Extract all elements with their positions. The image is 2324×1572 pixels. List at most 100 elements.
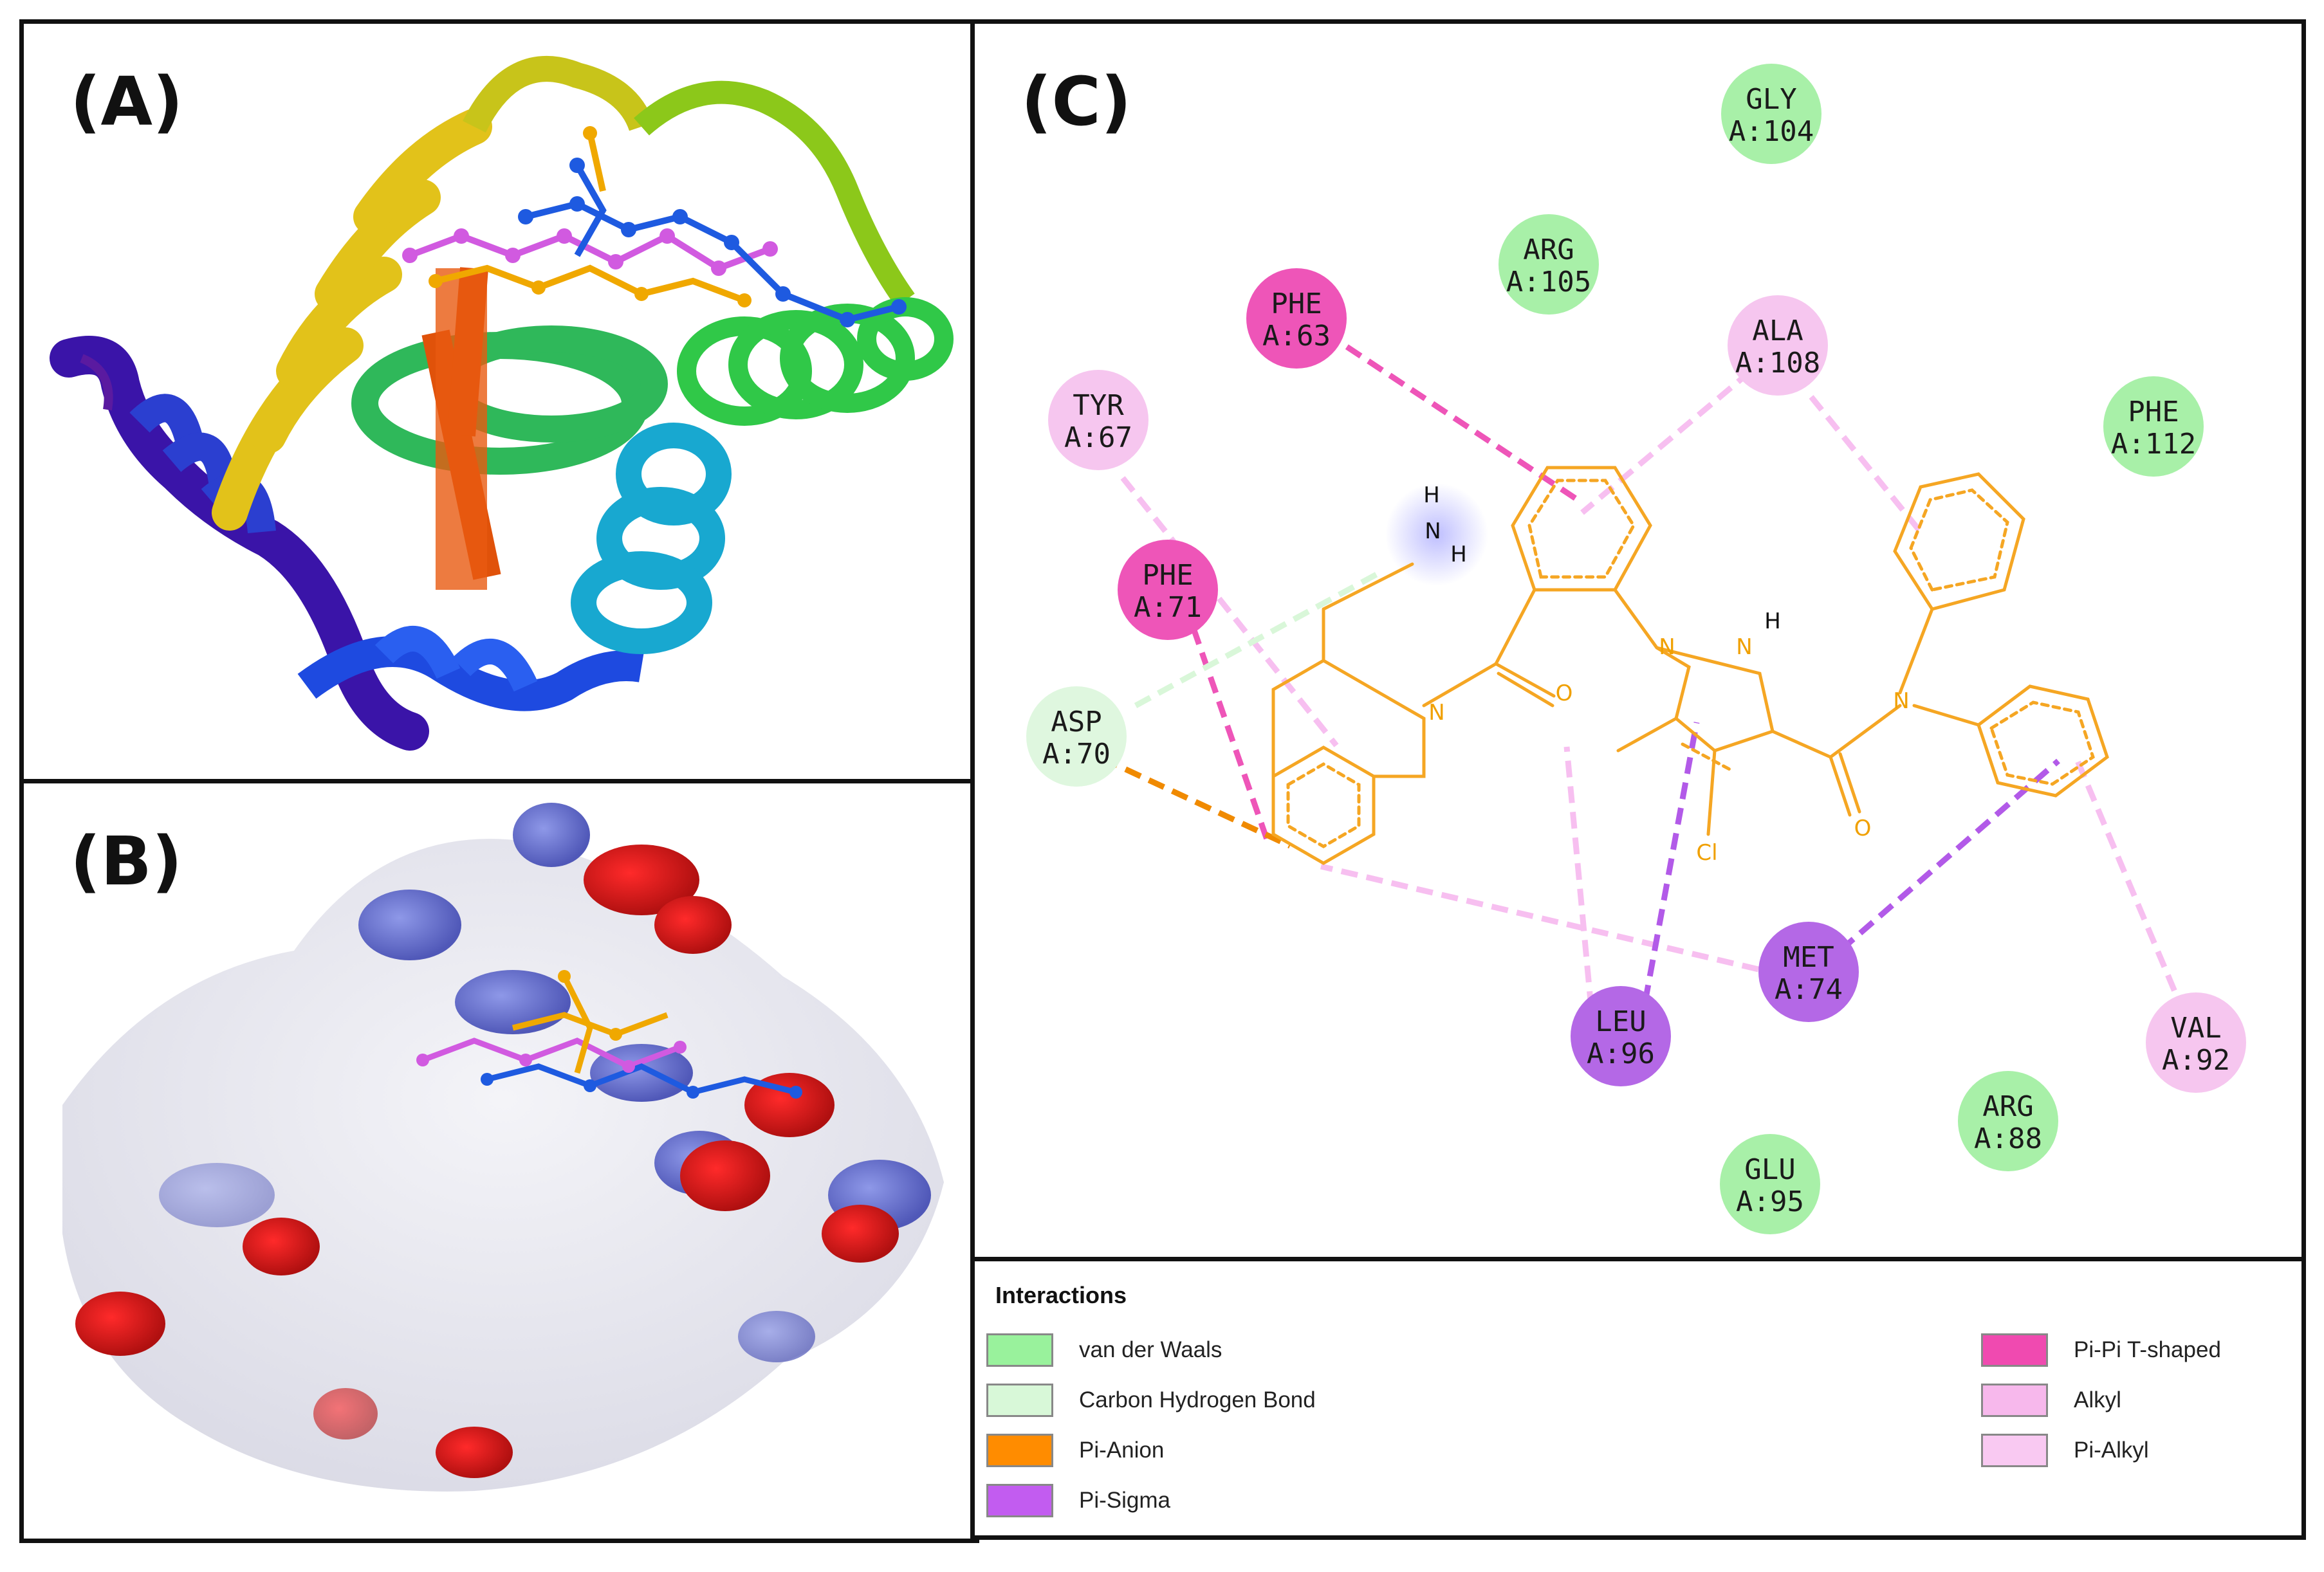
interaction-met74-alkyl <box>1320 863 1760 973</box>
residue-id: A:74 <box>1775 973 1843 1006</box>
legend-label-pi-anion: Pi-Anion <box>1079 1438 1165 1463</box>
residue-name: GLU <box>1744 1153 1795 1186</box>
atom-cl: Cl <box>1696 840 1717 866</box>
atom-n-amine: N <box>1425 518 1441 544</box>
interaction-met74-sigma <box>1839 758 2060 953</box>
legend-swatch-pi-sigma <box>986 1484 1053 1517</box>
panel-a-label: (A) <box>70 62 183 141</box>
atom-n-pyrazole-1: N <box>1659 634 1675 660</box>
legend-label-alkyl: Alkyl <box>2074 1387 2121 1412</box>
panel-c: (C) <box>970 19 2306 1266</box>
residue-disc <box>2146 992 2246 1093</box>
legend-label-pi-pi-t-shaped: Pi-Pi T-shaped <box>2074 1337 2221 1362</box>
panel-c-label: (C) <box>1021 62 1132 141</box>
residue-name: PHE <box>2128 396 2179 428</box>
residue-id: A:70 <box>1042 738 1111 771</box>
residue-disc <box>2103 376 2204 477</box>
legend-title: Interactions <box>995 1282 1127 1308</box>
residue-name: PHE <box>1271 288 1322 320</box>
legend-item-pi-pi-t-shaped: Pi-Pi T-shaped <box>1981 1332 2221 1368</box>
residue-disc <box>1720 1134 1820 1234</box>
atom-n-pyrazole-2: N <box>1736 634 1752 660</box>
legend-label-carbon-hydrogen-bond: Carbon Hydrogen Bond <box>1079 1387 1316 1412</box>
legend-swatch-carbon-hydrogen-bond <box>986 1384 1053 1417</box>
residue-name: MET <box>1783 941 1834 974</box>
residue-disc <box>1721 64 1821 164</box>
atom-h-1: H <box>1423 482 1440 508</box>
legend-item-alkyl: Alkyl <box>1981 1382 2121 1418</box>
legend-item-pi-alkyl: Pi-Alkyl <box>1981 1432 2149 1468</box>
interaction-leu96-sigma <box>1642 722 1700 1002</box>
legend-item-pi-anion: Pi-Anion <box>986 1432 1164 1468</box>
legend-swatch-van-der-waals <box>986 1333 1053 1367</box>
residue-id: A:95 <box>1736 1185 1804 1218</box>
residue-disc <box>1026 686 1127 787</box>
protein-ribbon-image <box>50 56 954 751</box>
panel-b-label: (B) <box>70 822 183 900</box>
residue-disc <box>1499 214 1599 315</box>
atom-o-carbonyl-2: O <box>1854 816 1872 841</box>
legend-label-van-der-waals: van der Waals <box>1079 1337 1222 1362</box>
atom-h-2: H <box>1450 542 1467 567</box>
atom-h-pyrazole: H <box>1764 608 1781 634</box>
legend-panel: Interactions van der Waals Carbon Hydrog… <box>970 1257 2306 1540</box>
legend-label-pi-sigma: Pi-Sigma <box>1079 1488 1170 1513</box>
residue-id: A:108 <box>1735 347 1820 379</box>
legend-label-pi-alkyl: Pi-Alkyl <box>2074 1438 2149 1463</box>
interaction-val92 <box>2074 760 2188 1016</box>
residue-id: A:63 <box>1262 320 1331 352</box>
residue-id: A:92 <box>2162 1044 2230 1077</box>
interaction-phe71 <box>1190 627 1270 841</box>
residue-id: A:88 <box>1974 1122 2042 1155</box>
residue-id: A:71 <box>1134 591 1202 624</box>
protein-surface-image <box>62 803 944 1492</box>
residue-name: GLY <box>1746 83 1796 116</box>
legend-swatch-pi-alkyl <box>1981 1434 2048 1467</box>
residue-name: ALA <box>1752 315 1803 347</box>
residue-name: VAL <box>2170 1012 2221 1045</box>
atom-n-ring: N <box>1428 700 1444 726</box>
residue-id: A:104 <box>1729 115 1814 148</box>
interaction-asp70-anion <box>1101 755 1291 849</box>
residue-disc <box>1246 268 1347 369</box>
residue-id: A:112 <box>2111 428 2196 461</box>
residue-name: ARG <box>1523 233 1574 266</box>
residue-id: A:96 <box>1587 1037 1655 1070</box>
residue-disc <box>1048 370 1148 470</box>
residue-name: ARG <box>1982 1090 2033 1123</box>
panel-b: (B) <box>19 779 979 1543</box>
legend-swatch-pi-pi-t-shaped <box>1981 1333 2048 1367</box>
residue-disc <box>1118 540 1218 640</box>
panel-a: (A) <box>19 19 979 783</box>
interaction-leu96-alkyl <box>1563 746 1594 1009</box>
legend-swatch-alkyl <box>1981 1384 2048 1417</box>
residue-disc <box>1958 1071 2058 1171</box>
atom-n-amide: N <box>1893 688 1909 714</box>
atom-o-carbonyl-1: O <box>1556 681 1573 706</box>
legend-swatch-pi-anion <box>986 1434 1053 1467</box>
residue-disc <box>1571 986 1671 1086</box>
legend-item-van-der-waals: van der Waals <box>986 1332 1222 1368</box>
residue-id: A:67 <box>1064 421 1132 454</box>
residue-disc <box>1758 922 1859 1022</box>
interaction-diagram: H N H N O N N H Cl O N GLYA:104ARGA:105P… <box>1026 64 2246 1234</box>
residue-disc <box>1728 295 1828 396</box>
interaction-ala108-a <box>1580 369 1753 515</box>
residue-name: TYR <box>1073 389 1124 422</box>
interaction-tyr67 <box>1120 476 1339 747</box>
legend-item-pi-sigma: Pi-Sigma <box>986 1483 1170 1519</box>
residue-id: A:105 <box>1506 266 1591 298</box>
